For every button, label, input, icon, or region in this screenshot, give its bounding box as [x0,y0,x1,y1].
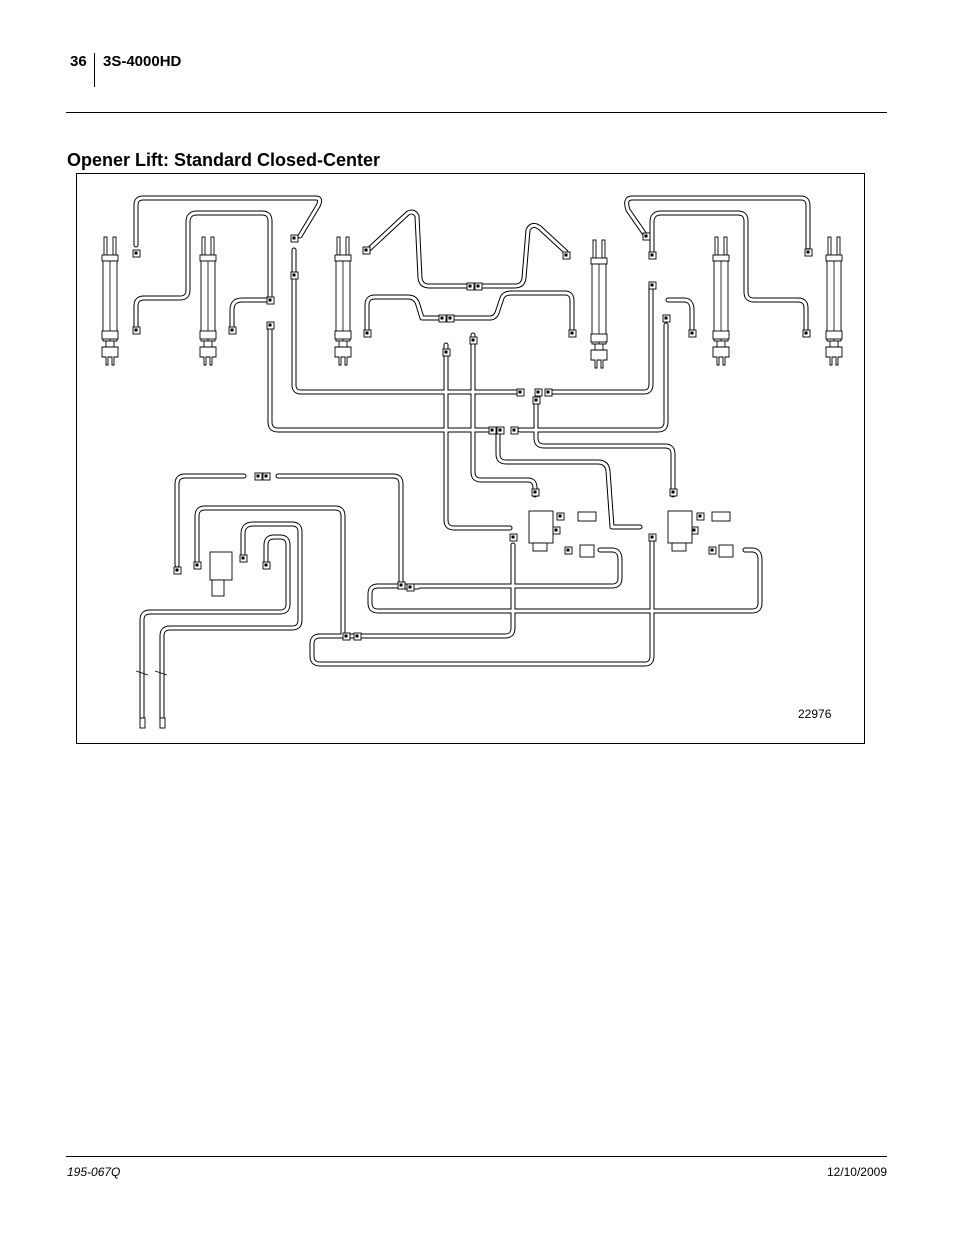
header-rule [66,112,887,113]
fitting [496,426,505,435]
fitting [662,314,671,323]
fitting [688,329,697,338]
fitting [552,526,561,535]
fitting [362,246,371,255]
lift-cylinder [199,236,217,366]
fitting [509,533,518,542]
fitting [266,296,275,305]
fitting [254,472,263,481]
lift-cylinder [712,236,730,366]
hose-lines [133,195,811,725]
fitting [516,388,525,397]
document-model: 3S-4000HD [103,53,182,70]
control-valves [209,510,734,597]
page-number: 36 [70,53,87,70]
fitting [262,561,271,570]
fitting [708,546,717,555]
fitting [648,281,657,290]
fitting [290,234,299,243]
fitting [531,488,540,497]
fitting [802,329,811,338]
fitting [353,632,362,641]
fitting [669,488,678,497]
fitting [132,249,141,258]
hydraulic-schematic [101,195,843,729]
fitting [469,336,478,345]
fitting [228,326,237,335]
figure-number: 22976 [798,707,832,721]
fitting [804,248,813,257]
revision-date: 12/10/2009 [826,1165,887,1179]
hydraulic-diagram-figure: 22976 [76,173,865,744]
fitting [239,554,248,563]
fitting [466,282,475,291]
fitting [564,546,573,555]
hose-fittings [132,232,813,641]
fitting [642,232,651,241]
fitting [510,426,519,435]
fitting [488,426,497,435]
fitting [556,512,565,521]
fitting [446,314,455,323]
fitting [474,282,483,291]
lift-cylinder [825,236,843,366]
fitting [290,271,299,280]
fitting [406,583,415,592]
fitting [438,314,447,323]
header-divider [94,53,95,87]
lift-cylinder [334,236,352,366]
fitting [442,348,451,357]
fitting [173,566,182,575]
fitting [648,251,657,260]
fitting [544,388,553,397]
fitting [562,251,571,260]
fitting [262,472,271,481]
footer-rule [66,1156,887,1157]
fitting [193,561,202,570]
lift-cylinders [101,236,843,369]
fitting [342,632,351,641]
lift-cylinder [101,236,119,366]
fitting [397,581,406,590]
fitting [532,396,541,405]
fitting [534,388,543,397]
fitting [363,329,372,338]
fitting [696,512,705,521]
section-title: Opener Lift: Standard Closed-Center [67,150,381,170]
document-number: 195-067Q [67,1165,121,1179]
fitting [266,321,275,330]
hose-couplers [135,670,168,729]
fitting [568,329,577,338]
lift-cylinder [590,239,608,369]
fitting [648,533,657,542]
fitting [132,326,141,335]
